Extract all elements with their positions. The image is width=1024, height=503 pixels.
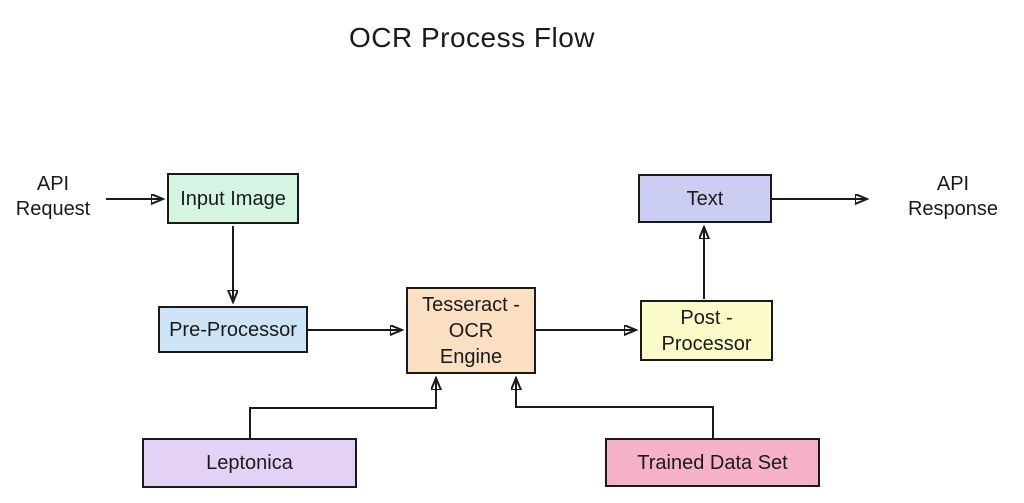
node-pre-processor: Pre-Processor: [158, 306, 308, 353]
api-response-label: API Response: [907, 173, 999, 220]
diagram-title: OCR Process Flow: [348, 22, 596, 53]
node-leptonica: Leptonica: [142, 438, 357, 488]
node-post-processor: Post - Processor: [640, 300, 773, 361]
node-trained-data-set: Trained Data Set: [605, 438, 820, 487]
api-request-label: API Request: [15, 173, 91, 220]
arrow-leptonica-to-tesseract: [249, 379, 436, 438]
node-input-image: Input Image: [167, 173, 299, 224]
node-text: Text: [638, 174, 772, 223]
node-tesseract-ocr-engine: Tesseract - OCR Engine: [406, 287, 536, 374]
arrow-trained-data-set-to-tesseract: [516, 379, 714, 438]
